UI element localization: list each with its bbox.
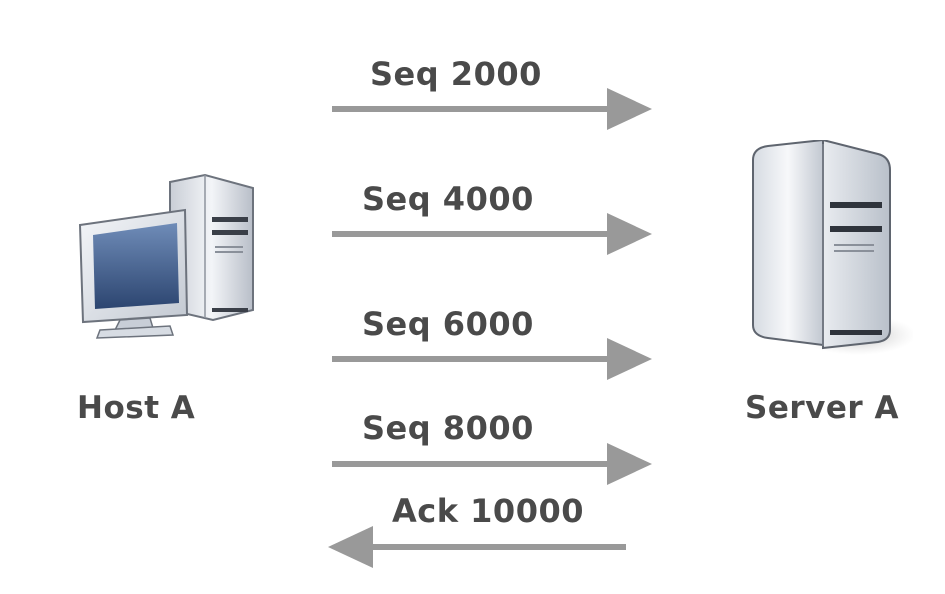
server-label: Server A xyxy=(745,390,899,426)
message-label: Ack 10000 xyxy=(392,492,584,530)
left-arrow xyxy=(328,526,626,568)
right-arrow xyxy=(332,88,652,130)
right-arrow xyxy=(332,443,652,485)
message-label: Seq 4000 xyxy=(362,180,534,218)
message-label: Seq 2000 xyxy=(370,55,542,93)
host-label: Host A xyxy=(77,390,196,426)
desktop-computer-icon xyxy=(75,170,260,340)
right-arrow xyxy=(332,213,652,255)
server-tower-icon xyxy=(748,138,916,360)
message-label: Seq 6000 xyxy=(362,305,534,343)
message-label: Seq 8000 xyxy=(362,409,534,447)
right-arrow xyxy=(332,338,652,380)
